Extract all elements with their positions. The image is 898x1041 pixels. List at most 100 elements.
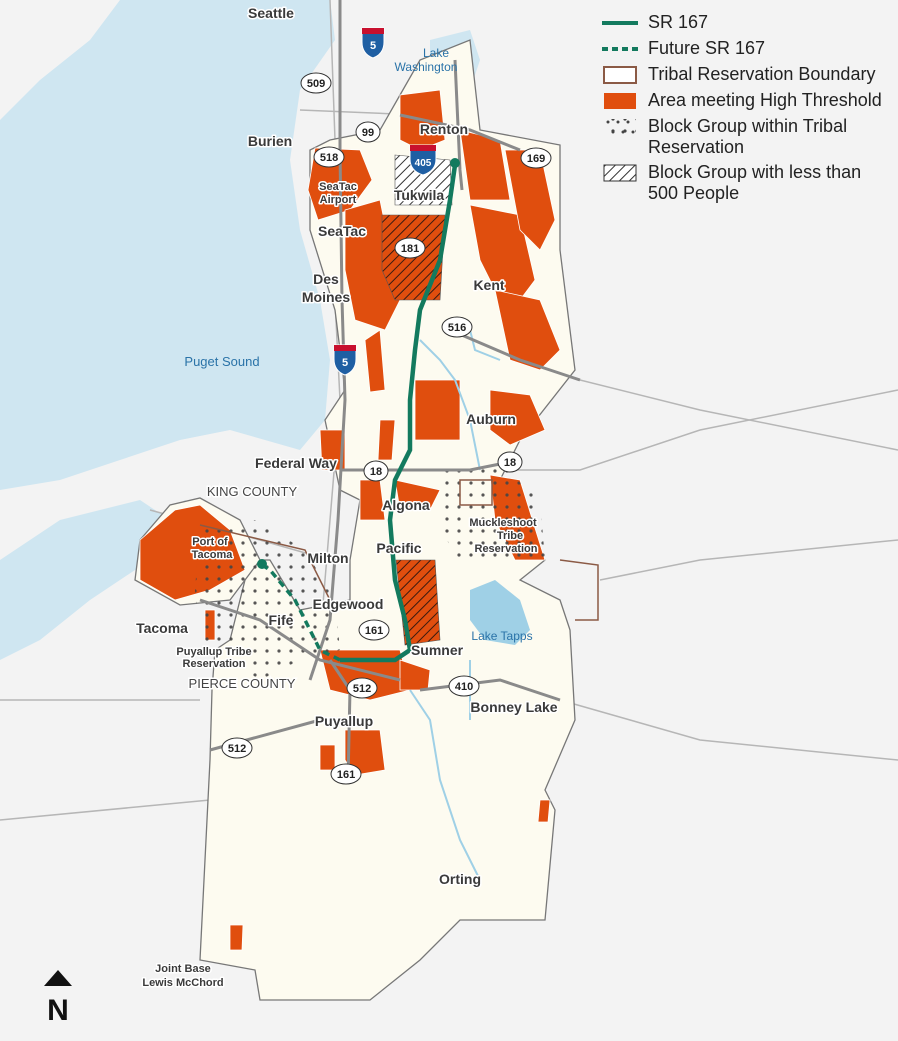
legend-label-small-block-group: Block Group with less than 500 People (648, 162, 862, 203)
svg-text:516: 516 (448, 322, 466, 334)
legend-item-small-block-group: Block Group with less than 500 People (598, 162, 888, 204)
sr181-shield: 181 (394, 237, 426, 259)
seatac-airport-label-1: SeaTac (319, 181, 357, 193)
legend-label-high-threshold: Area meeting High Threshold (648, 90, 882, 110)
legend-symbol-tribal-block-group (604, 119, 636, 135)
legend-item-tribal-boundary: Tribal Reservation Boundary (598, 64, 888, 86)
puget-sound (0, 0, 335, 490)
legend-symbol-sr167 (602, 21, 638, 25)
sr18-west-shield: 18 (363, 460, 389, 482)
legend-symbol-small-block-group (603, 164, 637, 182)
seatac-airport-label-2: Airport (320, 194, 357, 206)
tacoma-label: Tacoma (136, 620, 188, 636)
federal-way-label: Federal Way (255, 455, 337, 471)
seatac-label: SeaTac (318, 223, 366, 239)
svg-text:5: 5 (370, 40, 376, 52)
muckleshoot-label-1: Muckleshoot (469, 517, 537, 529)
state-route-shields: 509 99 518 169 181 516 18 18 161 512 410… (221, 72, 552, 785)
svg-text:18: 18 (504, 457, 516, 469)
puget-sound-label: Puget Sound (184, 354, 259, 369)
svg-text:169: 169 (527, 153, 545, 165)
place-labels: Seattle Burien Renton Tukwila SeaTac Air… (135, 4, 560, 991)
water-layer (0, 0, 480, 660)
svg-text:99: 99 (362, 127, 374, 139)
sr509-shield: 509 (300, 72, 332, 94)
i5-south-shield: 5 (333, 344, 357, 376)
jblm-label-1: Joint Base (155, 963, 211, 975)
king-county-label: KING COUNTY (207, 484, 298, 499)
puyallup-tribe-label-2: Reservation (183, 658, 246, 670)
puget-sound-south (0, 500, 170, 660)
svg-text:181: 181 (401, 243, 419, 255)
north-label: N (47, 994, 69, 1024)
map-legend: SR 167 Future SR 167 Tribal Reservation … (598, 12, 888, 208)
puyallup-tribe-label-1: Puyallup Tribe (176, 646, 251, 658)
tribal-boundaries (199, 479, 599, 621)
sr169-shield: 169 (520, 147, 552, 169)
seattle-label: Seattle (248, 5, 294, 21)
sr512-west-shield: 512 (221, 737, 253, 759)
tribal-block-groups (195, 465, 545, 680)
lake-washington-label-2: Washington (395, 60, 458, 74)
svg-text:161: 161 (337, 769, 355, 781)
auburn-label: Auburn (466, 411, 516, 427)
sr18-east-shield: 18 (497, 451, 523, 473)
sumner-label: Sumner (411, 642, 464, 658)
bonney-lake-label: Bonney Lake (470, 699, 557, 715)
north-arrow-icon: N (44, 970, 72, 1024)
legend-symbol-future-sr167 (602, 47, 638, 51)
sr410-shield: 410 (448, 675, 480, 697)
muckleshoot-label-2: Tribe (497, 530, 523, 542)
legend-symbol-tribal-boundary (603, 66, 637, 84)
svg-text:512: 512 (228, 743, 246, 755)
svg-text:161: 161 (365, 625, 383, 637)
svg-text:518: 518 (320, 152, 338, 164)
sr161-north-shield: 161 (358, 619, 390, 641)
port-of-tacoma-label-1: Port of (192, 536, 228, 548)
i5-north-shield: 5 (361, 27, 385, 59)
des-moines-label-1: Des (313, 271, 339, 287)
legend-label-tribal-block-group: Block Group within Tribal Reservation (648, 116, 848, 157)
legend-label-tribal-boundary: Tribal Reservation Boundary (648, 64, 876, 84)
sr518-shield: 518 (313, 146, 345, 168)
jblm-label-2: Lewis McChord (142, 977, 223, 989)
highways (199, 0, 581, 781)
kent-label: Kent (473, 277, 504, 293)
renton-label: Renton (420, 121, 468, 137)
future-sr167-line (261, 563, 341, 662)
legend-item-tribal-block-group: Block Group within Tribal Reservation (598, 116, 888, 158)
fife-label: Fife (269, 612, 294, 628)
edgewood-label: Edgewood (313, 596, 384, 612)
sr99-shield: 99 (355, 121, 381, 143)
port-of-tacoma-label-2: Tacoma (192, 549, 234, 561)
tukwila-label: Tukwila (394, 187, 445, 203)
muckleshoot-label-3: Reservation (475, 543, 538, 555)
svg-text:5: 5 (342, 357, 348, 369)
pacific-label: Pacific (376, 540, 421, 556)
des-moines-label-2: Moines (302, 289, 350, 305)
sr167-line (340, 164, 458, 663)
legend-item-sr167: SR 167 (598, 12, 888, 34)
svg-text:410: 410 (455, 681, 473, 693)
legend-item-high-threshold: Area meeting High Threshold (598, 90, 888, 112)
legend-symbol-high-threshold (604, 93, 636, 109)
svg-text:405: 405 (415, 158, 432, 169)
lake-washington-label-1: Lake (423, 46, 449, 60)
orting-label: Orting (439, 871, 481, 887)
milton-label: Milton (307, 550, 348, 566)
sr161-south-shield: 161 (330, 763, 362, 785)
legend-label-future-sr167: Future SR 167 (648, 38, 766, 58)
svg-text:509: 509 (307, 78, 325, 90)
lake-tapps (470, 580, 530, 645)
sr512-east-shield: 512 (346, 677, 378, 699)
future-sr167-terminus (257, 559, 267, 569)
sr516-shield: 516 (441, 316, 473, 338)
svg-text:512: 512 (353, 683, 371, 695)
lake-tapps-label: Lake Tapps (471, 629, 532, 643)
puyallup-label: Puyallup (315, 713, 373, 729)
legend-label-sr167: SR 167 (648, 12, 709, 32)
burien-label: Burien (248, 133, 292, 149)
sr167-terminus (450, 158, 460, 168)
algona-label: Algona (382, 497, 430, 513)
